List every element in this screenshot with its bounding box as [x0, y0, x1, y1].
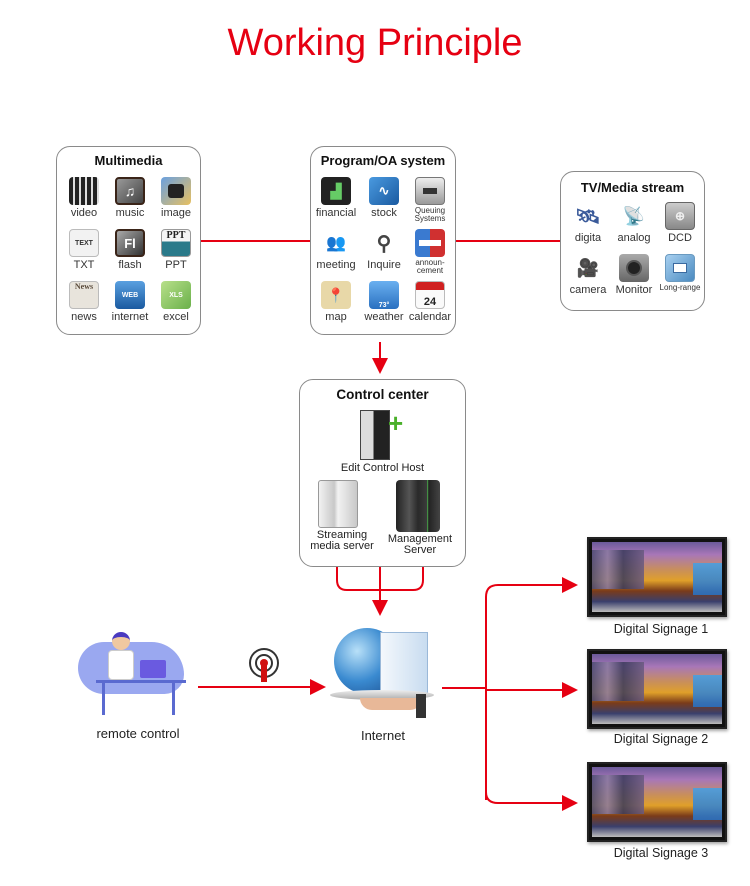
tv-media-panel: TV/Media stream 🛰 digita 📡 analog ⊕ DCD …: [560, 171, 705, 311]
digital-signage-2-display: [587, 649, 727, 729]
tv-item-monitor: Monitor: [611, 254, 657, 296]
program-item-calendar: 24 calendar: [407, 281, 453, 323]
multimedia-item-video: video: [61, 177, 107, 219]
tv-item-digita: 🛰 digita: [565, 202, 611, 245]
video-camera-icon: 🎥: [576, 257, 600, 278]
multimedia-item-internet: WEB internet: [107, 281, 153, 323]
tv-media-title: TV/Media stream: [580, 180, 685, 195]
antenna-icon: 📡: [622, 205, 646, 226]
ppt-file-icon: PPT: [161, 229, 191, 257]
program-item-stock: ∿ stock: [361, 177, 407, 219]
dcd-device-icon: ⊕: [665, 202, 695, 230]
queuing-machine-icon: [415, 177, 445, 205]
tv-item-camera: 🎥 camera: [565, 254, 611, 297]
hand-icon: [360, 698, 422, 710]
digital-signage-3-display: [587, 762, 727, 842]
long-range-icon: [665, 254, 695, 282]
digital-signage-1-display: [587, 537, 727, 617]
management-server-label: Management Server: [387, 533, 453, 556]
plus-icon: +: [388, 408, 404, 438]
program-item-announcement: announ-cement: [407, 229, 453, 275]
internet-label: Internet: [360, 728, 406, 743]
arrow-to-signage-1: [485, 577, 578, 800]
magnifier-icon: ⚲: [376, 232, 392, 255]
internet-globe-icon: [330, 628, 438, 720]
tv-item-analog: 📡 analog: [611, 202, 657, 245]
digital-signage-1-label: Digital Signage 1: [613, 622, 709, 636]
announcement-icon: [415, 229, 445, 257]
newspaper-icon: News: [69, 281, 99, 309]
multimedia-title: Multimedia: [94, 153, 163, 168]
arrow-to-signage-3: [485, 690, 578, 811]
control-center-title: Control center: [336, 387, 429, 402]
multimedia-item-excel: XLS excel: [153, 281, 199, 323]
tv-item-long-range: Long-range: [657, 254, 703, 292]
clapperboard-icon: [69, 177, 99, 205]
program-item-meeting: 👥 meeting: [313, 229, 359, 271]
camera-icon: [161, 177, 191, 205]
program-item-map: 📍 map: [313, 281, 359, 323]
webpages-icon: WEB: [115, 281, 145, 309]
program-item-weather: 73° weather: [361, 281, 407, 323]
program-item-queuing: Queuing Systems: [407, 177, 453, 223]
multimedia-item-news: News news: [61, 281, 107, 323]
remote-control-illustration: [72, 632, 192, 717]
weather-icon: 73°: [369, 281, 399, 309]
monitor-camera-icon: [619, 254, 649, 282]
management-server-icon: [396, 480, 440, 532]
multimedia-item-music: ♫ music: [107, 177, 153, 219]
flash-icon: Fl: [115, 229, 145, 257]
people-meeting-icon: 👥: [326, 235, 346, 252]
server-tower-icon: [360, 410, 390, 460]
calendar-icon: 24: [415, 281, 445, 309]
program-item-financial: ▟ financial: [313, 177, 359, 219]
digital-signage-2-label: Digital Signage 2: [613, 732, 709, 746]
streaming-server-icon: [318, 480, 358, 528]
control-center-panel: Control center + Edit Control Host Strea…: [299, 379, 466, 567]
multimedia-item-txt: TEXT TXT: [61, 229, 107, 271]
multimedia-item-flash: Fl flash: [107, 229, 153, 271]
music-note-icon: ♫: [115, 177, 145, 205]
financial-chart-icon: ▟: [321, 177, 351, 205]
laptop-icon: [140, 660, 166, 678]
multimedia-panel: Multimedia video ♫ music image TEXT TXT …: [56, 146, 201, 335]
digital-signage-3-label: Digital Signage 3: [613, 846, 709, 860]
edit-control-host-label: Edit Control Host: [340, 462, 425, 474]
tv-item-dcd: ⊕ DCD: [657, 202, 703, 244]
excel-icon: XLS: [161, 281, 191, 309]
page-title: Working Principle: [227, 22, 523, 64]
stock-chart-icon: ∿: [369, 177, 399, 205]
program-panel: Program/OA system ▟ financial ∿ stock Qu…: [310, 146, 456, 335]
program-item-inquire: ⚲ Inquire: [361, 229, 407, 272]
text-file-icon: TEXT: [69, 229, 99, 257]
remote-control-label: remote control: [96, 726, 180, 741]
wireless-antenna-icon: [247, 648, 281, 682]
program-title: Program/OA system: [320, 153, 446, 168]
satellite-icon: 🛰: [575, 205, 601, 228]
multimedia-item-ppt: PPT PPT: [153, 229, 199, 271]
map-pin-icon: 📍: [321, 281, 351, 309]
multimedia-item-image: image: [153, 177, 199, 219]
streaming-server-label: Streaming media server: [310, 529, 374, 552]
person-icon: [112, 632, 130, 650]
